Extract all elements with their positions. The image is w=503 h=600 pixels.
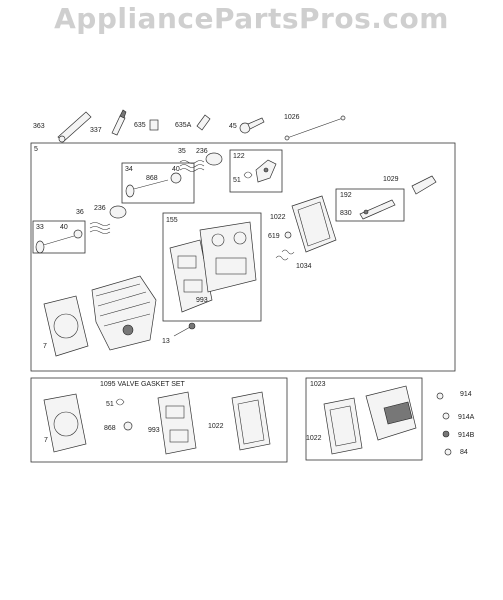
- part-993-head-gasket[interactable]: [169, 221, 257, 313]
- assembly-box-33: [32, 220, 86, 254]
- part-830-adjuster[interactable]: [359, 199, 396, 220]
- label-1034: 1034: [296, 263, 312, 270]
- assembly-box-1095: [30, 377, 288, 463]
- label-155: 155: [166, 217, 178, 224]
- label-84: 84: [460, 449, 468, 456]
- part-36-spring[interactable]: [89, 222, 111, 234]
- part-1023-rocker-cover[interactable]: [365, 385, 417, 441]
- label-1023: 1023: [310, 381, 326, 388]
- part-914a-screw[interactable]: [442, 412, 450, 420]
- label-45: 45: [229, 123, 237, 130]
- label-830: 830: [340, 210, 352, 217]
- set-part-7-gasket[interactable]: [43, 393, 87, 453]
- label-635a: 635A: [175, 122, 192, 129]
- assembly-box-34: [121, 162, 195, 204]
- label-236b: 236: [94, 205, 106, 212]
- label-13: 13: [162, 338, 170, 345]
- part-122-rocker-arm[interactable]: [243, 159, 277, 183]
- part-84-nut[interactable]: [444, 448, 452, 456]
- label-122: 122: [233, 153, 245, 160]
- label-635: 635: [134, 122, 146, 129]
- label-236a: 236: [196, 148, 208, 155]
- label-914a: 914A: [458, 414, 475, 421]
- assembly-box-192: [335, 188, 405, 222]
- label-868b: 868: [104, 425, 116, 432]
- label-33: 33: [36, 224, 44, 231]
- part-1022-cover-gasket[interactable]: [291, 195, 337, 253]
- label-7b: 7: [44, 437, 48, 444]
- label-993b: 993: [148, 427, 160, 434]
- label-1022c: 1022: [306, 435, 322, 442]
- label-36: 36: [76, 209, 84, 216]
- part-1026-push-rod[interactable]: [284, 115, 346, 141]
- label-1026: 1026: [284, 114, 300, 121]
- label-35: 35: [178, 148, 186, 155]
- label-34: 34: [125, 166, 133, 173]
- set-part-993-gasket[interactable]: [157, 391, 197, 455]
- set-part-1022-gasket[interactable]: [231, 391, 271, 451]
- part-33-intake-valve[interactable]: [35, 229, 83, 254]
- watermark-logo: AppliancePartsPros.com: [54, 2, 449, 35]
- assembly-box-155: [162, 212, 262, 322]
- part-363-rocker-shaft[interactable]: [57, 111, 92, 143]
- part-236-retainer-lower[interactable]: [109, 205, 127, 219]
- label-1095: 1095 VALVE GASKET SET: [100, 381, 186, 388]
- label-51b: 51: [106, 401, 114, 408]
- part-619-clip[interactable]: [284, 231, 292, 239]
- label-619: 619: [268, 233, 280, 240]
- assembly-box-1023: [305, 377, 423, 461]
- label-914: 914: [460, 391, 472, 398]
- part-cylinder-head[interactable]: [91, 275, 157, 351]
- label-1022a: 1022: [270, 214, 286, 221]
- label-5: 5: [34, 146, 38, 153]
- label-868a: 868: [146, 175, 158, 182]
- label-51a: 51: [233, 177, 241, 184]
- part-635-stud[interactable]: [149, 119, 159, 131]
- part-45-guide[interactable]: [239, 117, 265, 134]
- part-35-spring[interactable]: [179, 160, 205, 172]
- part-914-screw[interactable]: [436, 392, 444, 400]
- label-40a: 40: [172, 166, 180, 173]
- label-993a: 993: [196, 297, 208, 304]
- part-337-spark-plug[interactable]: [111, 109, 127, 136]
- assembly-box-122: [229, 149, 283, 193]
- set-part-868-seal[interactable]: [123, 421, 133, 431]
- label-40b: 40: [60, 224, 68, 231]
- part-1022-cover-gasket-set[interactable]: [323, 397, 363, 455]
- label-1029: 1029: [383, 176, 399, 183]
- part-1034-spring-clip[interactable]: [275, 249, 295, 261]
- part-13-bolt[interactable]: [173, 322, 196, 337]
- label-337: 337: [90, 127, 102, 134]
- part-236-retainer-top[interactable]: [205, 152, 223, 166]
- part-1029-rocker-cover-piece[interactable]: [411, 175, 437, 195]
- label-914b: 914B: [458, 432, 475, 439]
- part-34-exhaust-valve[interactable]: [125, 172, 182, 198]
- assembly-box-5: [30, 142, 456, 372]
- label-7a: 7: [43, 343, 47, 350]
- set-part-51-clip[interactable]: [115, 398, 125, 406]
- label-192: 192: [340, 192, 352, 199]
- part-7-head-gasket[interactable]: [43, 295, 89, 357]
- label-1022b: 1022: [208, 423, 224, 430]
- label-363: 363: [33, 123, 45, 130]
- part-635a-stud[interactable]: [196, 114, 211, 131]
- part-914b-screw[interactable]: [442, 430, 450, 438]
